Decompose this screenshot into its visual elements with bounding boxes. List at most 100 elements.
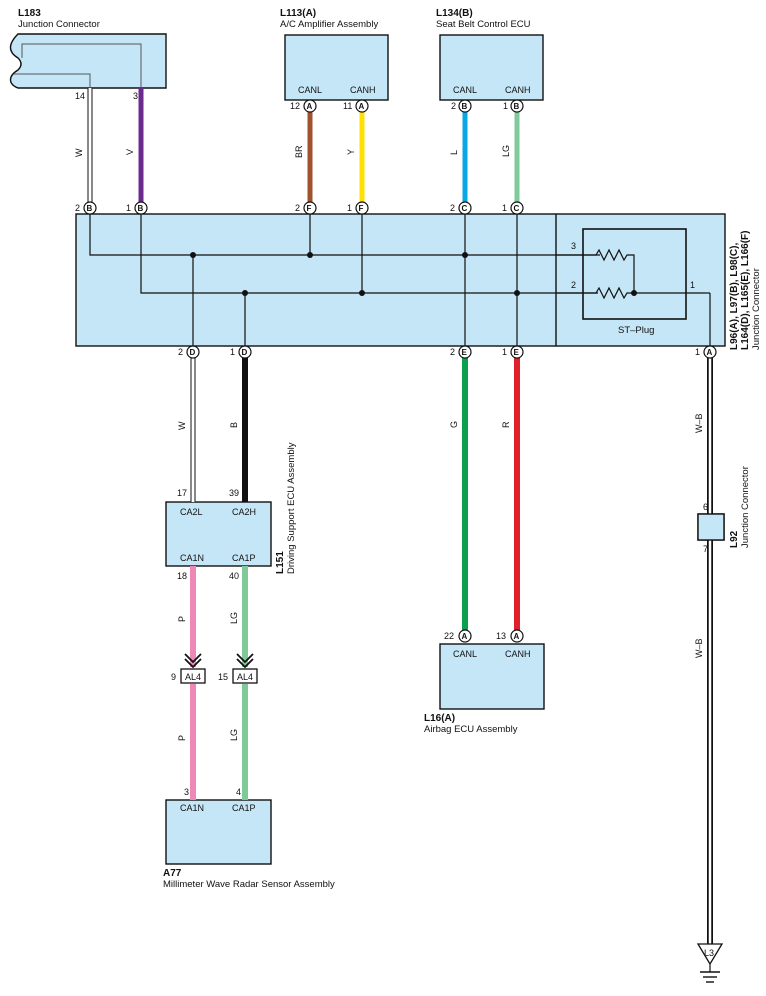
l183-name: Junction Connector xyxy=(18,19,100,30)
pin-number: 7 xyxy=(703,544,708,554)
l134-canl-label: CANL xyxy=(453,85,477,95)
al4-connector-p: AL4 xyxy=(180,653,206,684)
st-plug-box xyxy=(582,228,687,320)
pin-letter: C xyxy=(514,204,520,213)
l151-ca2h-label: CA2H xyxy=(232,507,256,517)
st-plug-resistors xyxy=(556,248,711,346)
l96-name: Junction Connector xyxy=(751,268,762,350)
pin-number: 1 xyxy=(502,347,507,357)
pin-number: 2 xyxy=(450,347,455,357)
junction-box xyxy=(75,213,726,347)
pin-letter: A xyxy=(359,102,365,111)
l113-canh-label: CANH xyxy=(350,85,376,95)
pin-circles: A A B B B B F F C C D D E E A A A xyxy=(83,99,717,643)
splice-dot xyxy=(514,290,520,296)
pin-number: 18 xyxy=(177,571,187,581)
pin-number: 39 xyxy=(229,488,239,498)
l151-ca2l-label: CA2L xyxy=(180,507,203,517)
pin-letter: A xyxy=(462,632,468,641)
pin-number: 12 xyxy=(290,101,300,111)
pin-letter: D xyxy=(190,348,196,357)
st-plug-splice xyxy=(631,290,637,296)
l16-canl-label: CANL xyxy=(453,649,477,659)
l16-box xyxy=(439,643,545,710)
l92-name: Junction Connector xyxy=(740,466,751,548)
pin-number: 15 xyxy=(218,672,228,682)
wire-code: P xyxy=(177,735,187,741)
bus-canh-internal xyxy=(140,214,598,294)
l113-ac-amplifier: L113(A) A/C Amplifier Assembly CANL CANH xyxy=(280,8,389,101)
bus-canl-internal xyxy=(89,214,600,256)
l96-id: L96(A), L97(B), L98(C), xyxy=(729,243,740,350)
pin-number: 40 xyxy=(229,571,239,581)
splice-dot xyxy=(190,252,196,258)
pin-number: 13 xyxy=(496,631,506,641)
pin-number: 1 xyxy=(347,203,352,213)
splice-dot xyxy=(242,290,248,296)
pin-number: 3 xyxy=(571,241,576,251)
l151-box xyxy=(165,501,272,567)
wire-color-codes: W V BR Y L LG W B G R W–B P LG P LG W–B xyxy=(74,145,704,741)
l134-id: L134(B) xyxy=(436,8,473,19)
al4-label-lg: AL4 xyxy=(237,672,253,682)
l151-name: Driving Support ECU Assembly xyxy=(286,442,297,574)
pin-number: 2 xyxy=(451,101,456,111)
st-plug-label: ST–Plug xyxy=(618,325,654,336)
pin-number: 1 xyxy=(126,203,131,213)
wire-code: BR xyxy=(294,145,304,158)
pin-number: 3 xyxy=(184,787,189,797)
wire-code: W–B xyxy=(694,638,704,658)
pin-letter: F xyxy=(307,204,312,213)
wire-code: W xyxy=(177,421,187,430)
pin-number: 1 xyxy=(695,347,700,357)
pin-number: 2 xyxy=(75,203,80,213)
l92-id: L92 xyxy=(729,530,740,548)
a77-radar-sensor: CA1N CA1P A77 Millimeter Wave Radar Sens… xyxy=(163,799,335,890)
l96-junction-connector: ST–Plug L96(A), L97(B), L98(C), L164(D),… xyxy=(75,213,762,350)
pin-number: 11 xyxy=(343,101,352,111)
pin-letter: E xyxy=(462,348,468,357)
l134-seat-belt-ecu: L134(B) Seat Belt Control ECU CANL CANH xyxy=(436,8,544,101)
pin-number: 2 xyxy=(178,347,183,357)
wire-code: G xyxy=(449,421,459,428)
pin-number: 3 xyxy=(133,91,138,101)
pin-number: 2 xyxy=(450,203,455,213)
a77-name: Millimeter Wave Radar Sensor Assembly xyxy=(163,879,335,890)
pin-number: 6 xyxy=(703,502,708,512)
pin-number: 17 xyxy=(177,488,187,498)
pin-letter: B xyxy=(138,204,144,213)
pin-number: 1 xyxy=(502,203,507,213)
pin-number: 22 xyxy=(444,631,454,641)
al4-label-p: AL4 xyxy=(185,672,201,682)
pin-letter: B xyxy=(514,102,520,111)
l96-id-2: L164(D), L165(E), L166(F) xyxy=(740,231,751,350)
l113-id: L113(A) xyxy=(280,8,316,19)
pin-number: 4 xyxy=(236,787,241,797)
pin-letter: A xyxy=(707,348,713,357)
wire-code: L xyxy=(449,150,459,155)
l134-name: Seat Belt Control ECU xyxy=(436,19,531,30)
pin-letter: F xyxy=(359,204,364,213)
pin-letter: B xyxy=(462,102,468,111)
splice-dot xyxy=(462,252,468,258)
l134-canh-label: CANH xyxy=(505,85,531,95)
l134-box xyxy=(439,34,544,101)
pin-number: 1 xyxy=(690,280,695,290)
wire-code: R xyxy=(501,421,511,428)
wire-code: Y xyxy=(346,149,356,155)
l151-ca1p-label: CA1P xyxy=(232,553,256,563)
wire-code: LG xyxy=(229,729,239,741)
l151-id: L151 xyxy=(275,551,286,574)
wire-code: LG xyxy=(501,145,511,157)
l16-canh-label: CANH xyxy=(505,649,531,659)
pin-number: 14 xyxy=(75,91,85,101)
pin-number: 1 xyxy=(230,347,235,357)
al4-connector-lg: AL4 xyxy=(232,653,258,684)
pin-number: 2 xyxy=(295,203,300,213)
a77-id: A77 xyxy=(163,868,182,879)
wire-code: V xyxy=(125,149,135,155)
l151-driving-support-ecu: CA2L CA2H CA1N CA1P L151 Driving Support… xyxy=(165,442,297,574)
wire-code: B xyxy=(229,422,239,428)
splice-dot xyxy=(359,290,365,296)
